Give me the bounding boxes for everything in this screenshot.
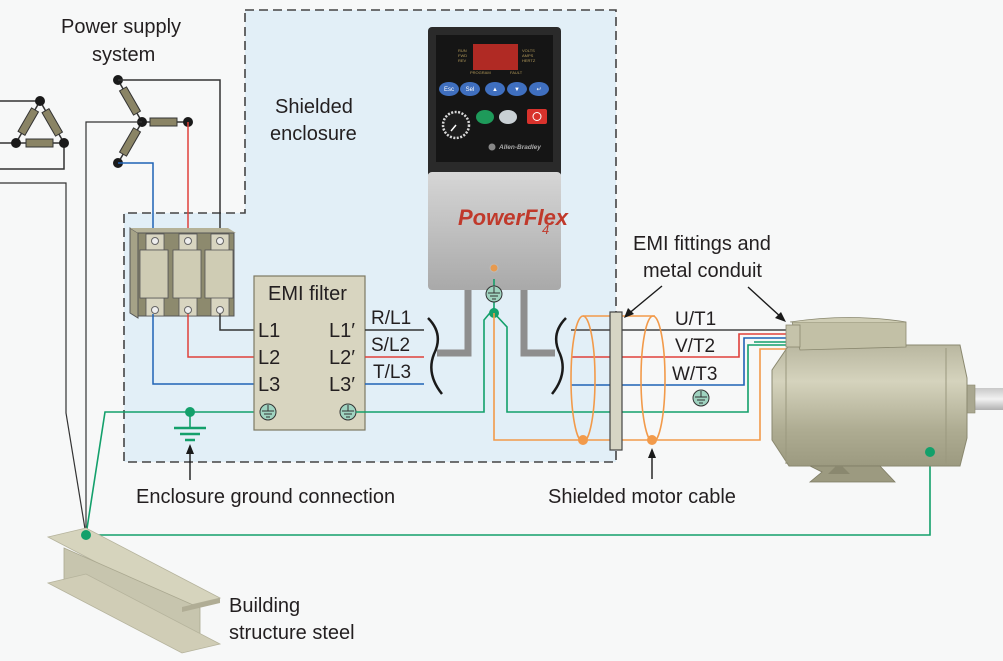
filter-output-l3: L3′: [329, 374, 355, 396]
drive-input-conduit: [437, 280, 472, 357]
indicator-fault: FAULT: [510, 70, 523, 75]
indicator-volts: VOLTS: [522, 48, 535, 53]
power-supply-label-1: Power supply: [61, 16, 181, 38]
emi-fittings-label-2: metal conduit: [643, 260, 762, 282]
keypad-up: ▲: [492, 87, 498, 93]
filter-ground-out-icon: [339, 403, 357, 421]
filter-output-l1: L1′: [329, 320, 355, 342]
wire-l1-black: [118, 79, 221, 232]
power-supply-label-2: system: [92, 44, 155, 66]
shielded-motor-cable-label: Shielded motor cable: [548, 486, 736, 508]
drive-output-w-t3: W/T3: [672, 364, 717, 385]
filter-ground-in-icon: [259, 403, 277, 421]
indicator-rev: REV: [458, 58, 467, 63]
wire-fuse-l1: [219, 314, 254, 331]
emi-fitting: [609, 311, 623, 451]
filter-output-l2: L2′: [329, 347, 355, 369]
indicator-program: PROGRAM: [470, 70, 491, 75]
manufacturer-logo: Allen-Bradley: [498, 144, 541, 151]
wire-fuse-l2: [187, 314, 254, 358]
output-brace: [551, 317, 567, 395]
fuse-block: [129, 227, 236, 319]
drive-display: [473, 44, 518, 70]
cable-ground-icon: [692, 389, 710, 407]
filter-input-l3: L3: [258, 374, 280, 396]
filter-input-l2: L2: [258, 347, 280, 369]
building-steel-label-2: structure steel: [229, 622, 355, 644]
wire-fuse-l3: [152, 314, 254, 385]
indicator-amps: AMPS: [522, 53, 534, 58]
shielded-enclosure-label-2: enclosure: [270, 123, 357, 145]
drive-input-t-l3: T/L3: [373, 362, 411, 383]
drive-input-r-l1: R/L1: [371, 308, 411, 329]
drive-output-conduit: [520, 280, 555, 357]
emi-filter-label: EMI filter: [268, 283, 347, 305]
steel-ground-node: [81, 530, 91, 540]
powerflex-logo: PowerFlex: [458, 205, 569, 230]
powerflex-drive: RUN FWD REV VOLTS AMPS HERTZ PROGRAM FAU…: [428, 27, 569, 290]
wire-l3-blue: [118, 162, 154, 232]
ground-wire-steel-motor: [86, 452, 931, 536]
drive-input-s-l2: S/L2: [371, 335, 410, 356]
enclosure-ground-label: Enclosure ground connection: [136, 486, 395, 508]
keypad-down: ▼: [514, 87, 520, 93]
drive-output-v-t2: V/T2: [675, 336, 715, 357]
indicator-hertz: HERTZ: [522, 58, 536, 63]
drive-output-u-t1: U/T1: [675, 309, 716, 330]
shielded-enclosure-label-1: Shielded: [275, 96, 353, 118]
powerflex-model: 4: [542, 222, 549, 237]
filter-input-l1: L1: [258, 320, 280, 342]
building-steel-label-1: Building: [229, 595, 300, 617]
wye-transformer: [113, 75, 193, 168]
ground-symbol: [174, 412, 206, 442]
motor: [771, 317, 1003, 483]
keypad-esc: Esc: [444, 87, 454, 93]
keypad-sel: Sel: [466, 87, 475, 93]
wire-neutral: [85, 121, 142, 535]
stop-button: [527, 109, 547, 124]
delta-transformer: [0, 96, 69, 170]
keypad-enter: ↵: [536, 87, 541, 93]
emi-fittings-label-1: EMI fittings and: [633, 233, 771, 255]
indicator-fwd: FWD: [458, 53, 467, 58]
building-steel-beam: [46, 527, 222, 654]
start-button: [476, 110, 494, 124]
annotation-arrows: [186, 285, 786, 480]
emi-filter: EMI filter L1 L2 L3 L1′ L2′ L3′: [253, 275, 366, 431]
motor-ground-node: [925, 447, 935, 457]
ground-wire-enclosure: [85, 411, 254, 536]
input-brace: [427, 317, 443, 395]
indicator-run: RUN: [458, 48, 467, 53]
wire-delta-ground: [0, 182, 87, 536]
reverse-button: [499, 110, 517, 124]
drive-ground-icon: [485, 285, 503, 303]
